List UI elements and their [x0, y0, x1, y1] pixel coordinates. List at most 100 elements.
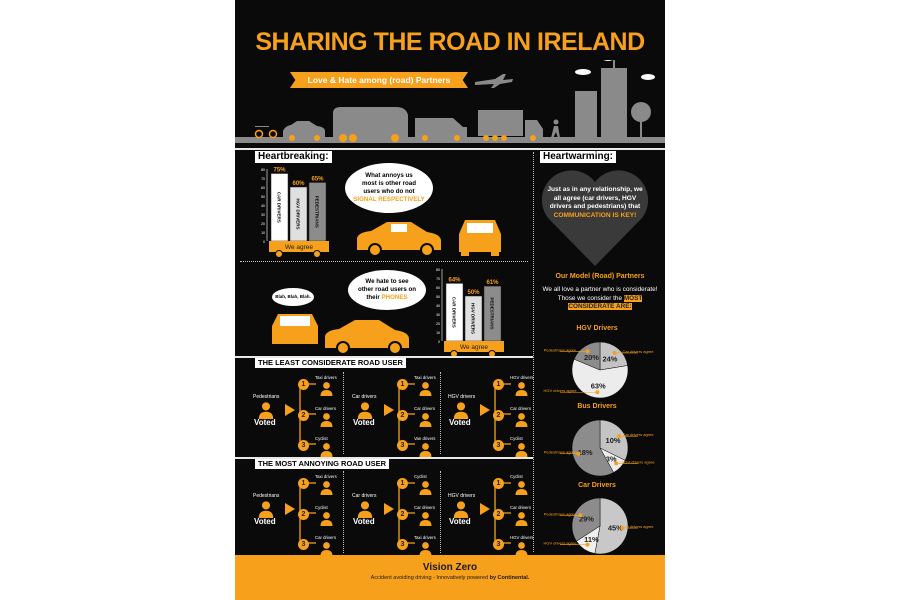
y-tick-label: 70 — [436, 277, 440, 281]
partners-body: We all love a partner who is considerate… — [542, 286, 658, 302]
bar-category-label: CAR DRIVERS — [452, 297, 457, 328]
signal-speech-bubble: What annoys us most is other road users … — [345, 163, 433, 213]
pie-marker — [614, 461, 619, 466]
arrow-right-icon — [480, 404, 490, 416]
rank-label: HGV drivers — [510, 375, 534, 380]
pie-title: Car Drivers — [578, 482, 616, 489]
partners-text: We all love a partner who is considerate… — [541, 286, 659, 312]
person-icon — [258, 501, 274, 518]
voted-label: Voted — [353, 517, 375, 526]
person-icon — [419, 443, 432, 457]
pie-marker — [578, 513, 583, 518]
person-icon — [515, 481, 528, 495]
bar-value-label: 61% — [486, 280, 499, 286]
rank-label: Van drivers — [414, 436, 436, 441]
wagon — [444, 341, 504, 352]
pie-slice-label: Car drivers agree — [623, 432, 655, 437]
y-tick-label: 10 — [261, 231, 265, 235]
voter-label: HGV drivers — [448, 493, 476, 499]
y-tick-label: 20 — [436, 322, 440, 326]
pie-slice-label: HGV drivers agree — [543, 388, 577, 393]
voter-label: Pedestrians — [253, 493, 280, 499]
person-icon — [453, 501, 469, 518]
bar-category-label: HGV DRIVERS — [296, 198, 301, 229]
pie-slice — [571, 358, 629, 399]
rank-label: Cyclist — [510, 474, 523, 479]
pie-slice — [599, 341, 628, 371]
pie-value-label: 18% — [578, 448, 593, 457]
heart-highlight: COMMUNICATION IS KEY! — [553, 211, 637, 219]
person-icon — [357, 501, 373, 518]
truck-icon — [478, 110, 523, 136]
car-side-icon — [325, 320, 409, 348]
footer-brand: by Continental. — [489, 575, 530, 581]
van-icon — [415, 118, 467, 138]
y-tick-label: 40 — [436, 304, 440, 308]
phones-speech-bubble: We hate to see other road users on their… — [348, 270, 426, 310]
person-icon — [515, 443, 528, 457]
voted-label: Voted — [254, 418, 276, 427]
rank-number: 1 — [493, 478, 504, 489]
bus-icon — [333, 107, 408, 138]
y-tick-label: 80 — [436, 268, 440, 272]
y-tick-label: 20 — [261, 222, 265, 226]
rank-number: 2 — [397, 508, 408, 520]
y-tick-label: 0 — [438, 340, 440, 344]
rank-label: HGV drivers — [510, 535, 534, 540]
pie-value-label: 3% — [606, 455, 617, 464]
cars-illustration — [357, 220, 501, 257]
bar-value-label: 50% — [467, 290, 480, 296]
pie-slice — [599, 419, 629, 461]
wheels — [254, 129, 278, 139]
arrow-right-icon — [285, 503, 295, 515]
person-icon — [320, 542, 333, 556]
bar-category-label: CAR DRIVERS — [277, 192, 282, 223]
rank-number: 2 — [298, 508, 309, 520]
heartwarming-heading: Heartwarming: — [540, 151, 617, 163]
voter-label: HGV drivers — [448, 394, 476, 400]
person-icon — [453, 402, 469, 419]
y-tick-label: 70 — [261, 177, 265, 181]
road — [235, 137, 665, 143]
voter-label: Pedestrians — [253, 394, 280, 400]
pie-slice-label: HGV drivers agree — [621, 459, 655, 464]
least-considerate-heading: THE LEAST CONSIDERATE ROAD USER — [255, 358, 406, 368]
bar-value-label: 60% — [292, 181, 305, 187]
tree-icon — [631, 102, 651, 122]
rank-number: 1 — [298, 379, 309, 390]
rank-label: Taxi drivers — [414, 535, 436, 540]
y-tick-label: 80 — [261, 168, 265, 172]
arrow-right-icon — [480, 503, 490, 515]
pie-title: Bus Drivers — [577, 403, 617, 410]
person-icon — [320, 382, 333, 396]
rank-number: 2 — [397, 409, 408, 421]
rank-label: Taxi drivers — [315, 474, 337, 479]
bubble-text: What annoys us — [365, 172, 413, 179]
rank-label: Cyclist — [414, 474, 427, 479]
pie-value-label: 10% — [606, 436, 621, 445]
person-icon — [357, 402, 373, 419]
airplane-icon — [475, 74, 513, 88]
heartbreaking-heading: Heartbreaking: — [255, 151, 332, 163]
bubble-text: their — [366, 294, 380, 301]
pie-value-label: 29% — [579, 515, 594, 524]
pie-slice — [571, 497, 601, 542]
most-annoying-heading: THE MOST ANNOYING ROAD USER — [255, 459, 390, 469]
group-divider — [343, 471, 344, 553]
footer: Vision Zero Accident avoiding driving - … — [235, 555, 665, 600]
rank-label: Taxi drivers — [414, 375, 436, 380]
voted-label: Voted — [449, 517, 471, 526]
divider — [235, 148, 665, 150]
rank-number: 3 — [397, 539, 408, 550]
person-icon — [419, 481, 432, 495]
pie-slice-label: Pedestrians agree — [544, 347, 577, 352]
rank-label: Car drivers — [414, 504, 436, 510]
blah-speech-bubble: Blah, Blah, Blah. — [272, 288, 314, 306]
group-divider — [440, 471, 441, 553]
rank-label: Car drivers — [315, 405, 337, 411]
person-icon — [320, 481, 333, 495]
person-icon — [320, 511, 333, 526]
bike-icon — [255, 126, 269, 127]
